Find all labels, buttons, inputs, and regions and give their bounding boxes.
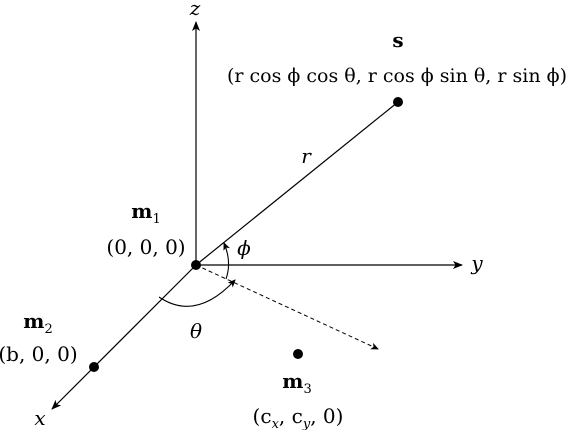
m3-coords-close: , 0) [310,404,343,428]
phi-label: ϕ [237,236,251,260]
x-axis [51,264,197,410]
m3-label-main: m [282,369,303,393]
y-axis-label: y [470,251,483,275]
m1-label-sub: 1 [152,212,160,227]
m3-coords: (cx, cy, 0) [253,404,344,430]
point-s [393,97,403,107]
point-m3 [293,349,303,359]
m2-label-sub: 2 [44,322,52,337]
m2-label: m2 [23,309,52,337]
point-m1 [191,260,201,270]
s-label: s [392,28,403,52]
s-coords: (r cos ϕ cos θ, r cos ϕ sin θ, r sin ϕ) [227,65,567,87]
m3-label-sub: 3 [303,382,311,397]
radius-line [195,101,399,266]
m2-coords: (b, 0, 0) [0,342,78,366]
m1-label-main: m [131,199,152,223]
m3-coords-x-sub: x [272,417,280,430]
point-m2 [89,362,99,372]
m2-label-main: m [23,309,44,333]
m1-coords: (0, 0, 0) [106,235,185,259]
m3-coords-open: (c [253,404,272,428]
phi-angle-arc [223,242,230,280]
theta-angle-arc [158,279,236,307]
m3-label: m3 [282,369,311,397]
m3-coords-mid: , c [279,404,303,428]
z-axis-label: z [189,0,201,20]
projection-dashed-line [195,264,379,350]
radius-label: r [301,144,312,168]
x-axis-label: x [34,406,45,430]
m1-label: m1 [131,199,160,227]
m3-coords-y-sub: y [302,417,311,430]
theta-label: θ [190,319,202,343]
